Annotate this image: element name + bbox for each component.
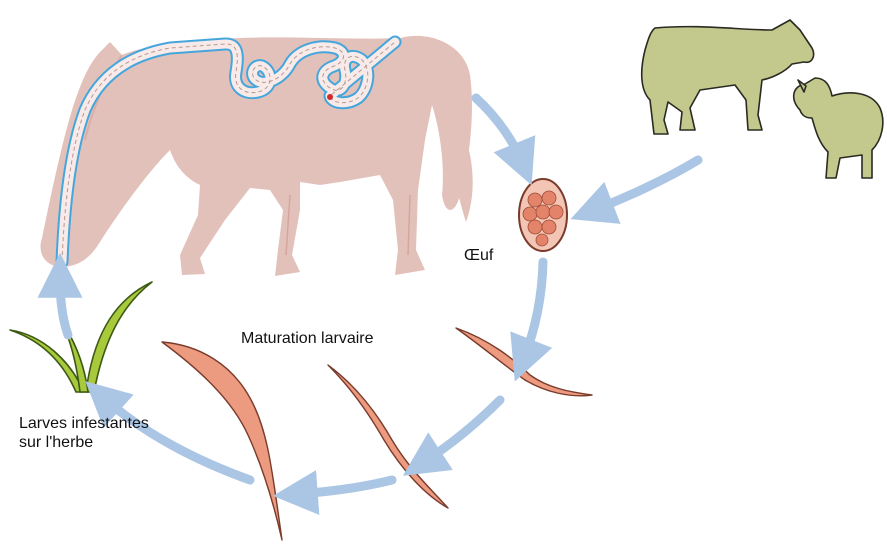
arrow-horse-to-egg [476,98,522,162]
adult-worm-dot [327,94,333,100]
grass-blade-right [86,282,152,392]
arrow-to-mid [424,400,500,462]
infective-label-line2: sur l'herbe [19,433,149,452]
egg-illustration [519,179,567,251]
cow-body [642,20,814,134]
larva-3 [162,342,282,540]
horse-leg-shade [286,195,410,255]
cattle-illustration [642,20,883,178]
maturation-label: Maturation larvaire [241,329,374,348]
arrow-grass-to-horse [60,278,68,335]
infective-larvae-label: Larves infestantes sur l'herbe [19,414,149,452]
infective-label-line1: Larves infestantes [19,414,149,433]
arrow-cattle-to-egg [594,160,698,210]
arrow-to-low [298,480,392,494]
grass-illustration [10,282,152,392]
egg-label: Œuf [464,246,493,265]
arrow-egg-down [524,262,543,358]
sheep-body [794,78,883,178]
